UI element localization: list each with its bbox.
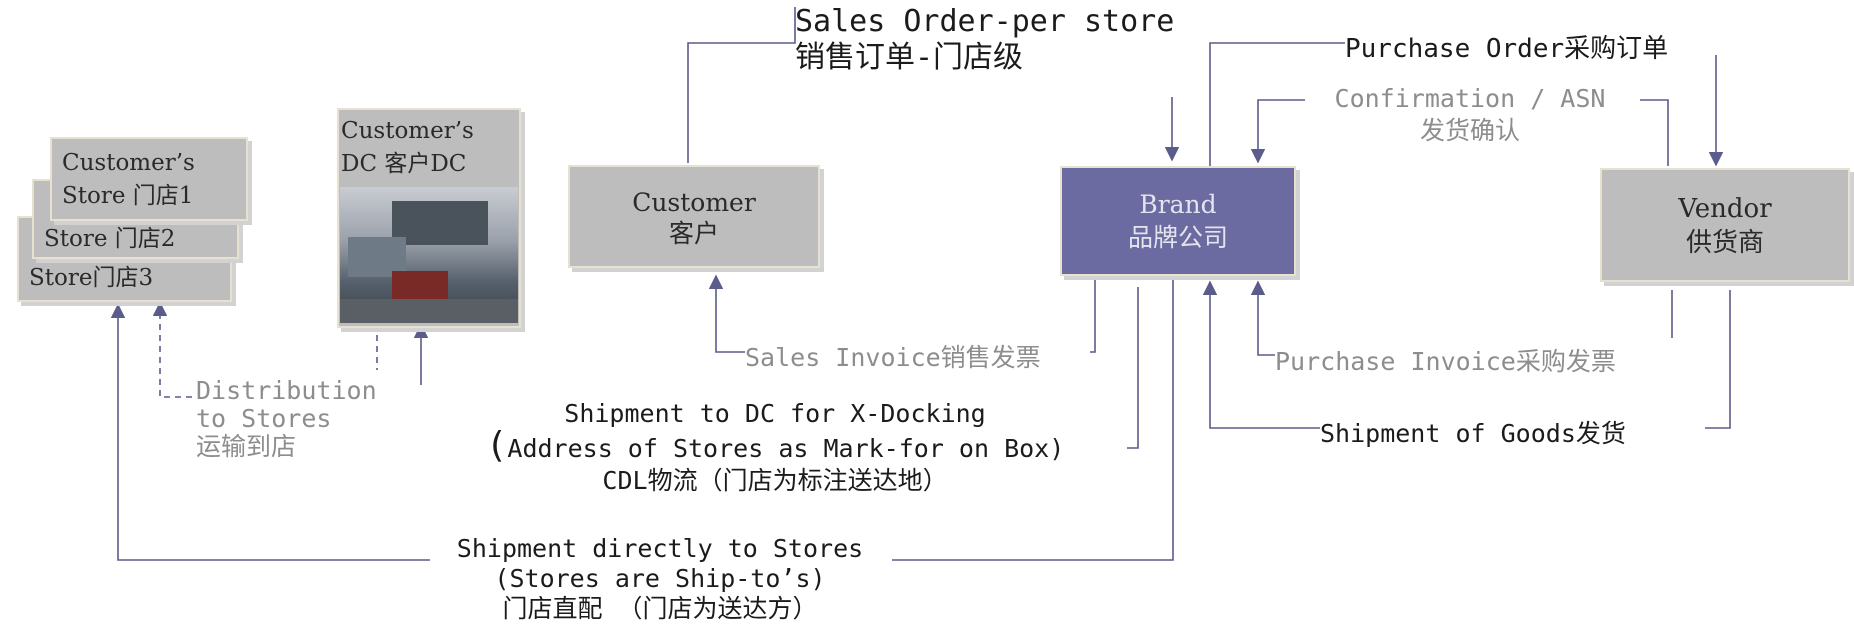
shipment-direct-line2: (Stores are Ship-to’s) <box>494 564 826 593</box>
shipment-dc-line3: CDL物流（门店为标注送达地） <box>602 466 948 495</box>
sales-invoice-brand-line <box>1090 280 1096 353</box>
dc-line1: Customer’s <box>341 118 474 144</box>
dc-line2: DC 客户DC <box>341 151 467 177</box>
distribution-arrow <box>152 301 192 398</box>
dc-warehouse-photo <box>340 187 518 323</box>
customer-box: Customer 客户 <box>568 165 820 268</box>
vendor-line2: 供货商 <box>1685 228 1764 258</box>
confirmation-label: Confirmation / ASN 发货确认 <box>1305 83 1635 147</box>
confirmation-line2: 发货确认 <box>1419 116 1520 145</box>
shipment-goods-label: Shipment of Goods发货 <box>1320 419 1626 448</box>
shipment-dc-open-paren: ( <box>485 425 508 466</box>
sales-order-line <box>687 7 796 163</box>
purchase-invoice-label: Purchase Invoice采购发票 <box>1275 347 1616 376</box>
vendor-box: Vendor 供货商 <box>1600 168 1850 282</box>
store-box-1: Customer’s Store 门店1 <box>50 137 248 221</box>
sales-order-line1: Sales Order-per store <box>795 4 1175 39</box>
shipment-dc-brand-line <box>1127 287 1139 449</box>
distribution-line1: Distribution <box>196 376 377 405</box>
sales-order-label: Sales Order-per store 销售订单-门店级 <box>795 4 1174 76</box>
confirmation-line-vendor <box>1640 99 1669 166</box>
sales-order-line2: 销售订单-门店级 <box>795 40 1024 75</box>
distribution-line3: 运输到店 <box>196 432 297 461</box>
store-3-label: Store门店3 <box>29 265 154 291</box>
purchase-invoice-arrow <box>1250 280 1275 356</box>
confirmation-arrow-to-brand <box>1250 99 1305 164</box>
confirmation-line1: Confirmation / ASN <box>1334 84 1606 113</box>
shipment-direct-arrow-to-stores <box>110 303 430 561</box>
shipment-dc-line2-text: Address of Stores as Mark-for on Box) <box>507 434 1065 463</box>
customer-line2: 客户 <box>668 219 719 248</box>
sales-invoice-label: Sales Invoice销售发票 <box>745 343 1041 372</box>
vendor-line1: Vendor <box>1678 194 1772 224</box>
shipment-goods-vendor-line <box>1705 290 1731 429</box>
shipment-direct-line3: 门店直配 （门店为送达方） <box>502 594 818 623</box>
shipment-goods-arrow <box>1202 280 1320 429</box>
shipment-direct-line1: Shipment directly to Stores <box>456 534 864 563</box>
customer-line1: Customer <box>632 188 756 217</box>
brand-line2: 品牌公司 <box>1127 223 1228 252</box>
purchase-order-line <box>1209 42 1345 168</box>
sales-invoice-arrow <box>708 274 745 353</box>
shipment-dc-label: Shipment to DC for X-Docking (Address of… <box>455 398 1095 497</box>
shipment-direct-line <box>892 277 1174 561</box>
brand-box: Brand 品牌公司 <box>1060 166 1296 276</box>
brand-line1: Brand <box>1139 190 1217 219</box>
shipment-direct-label: Shipment directly to Stores (Stores are … <box>430 534 890 624</box>
distribution-label: Distribution to Stores 运输到店 <box>196 377 377 461</box>
store-1-line2: Store 门店1 <box>62 183 194 209</box>
purchase-order-label: Purchase Order采购订单 <box>1345 34 1669 64</box>
shipment-dc-line2: (Address of Stores as Mark-for on Box) <box>455 428 1095 465</box>
distribution-line2: to Stores <box>196 404 332 433</box>
store-2-label: Store 门店2 <box>44 226 176 252</box>
store-1-line1: Customer’s <box>62 150 195 176</box>
shipment-dc-line1: Shipment to DC for X-Docking <box>564 399 986 428</box>
